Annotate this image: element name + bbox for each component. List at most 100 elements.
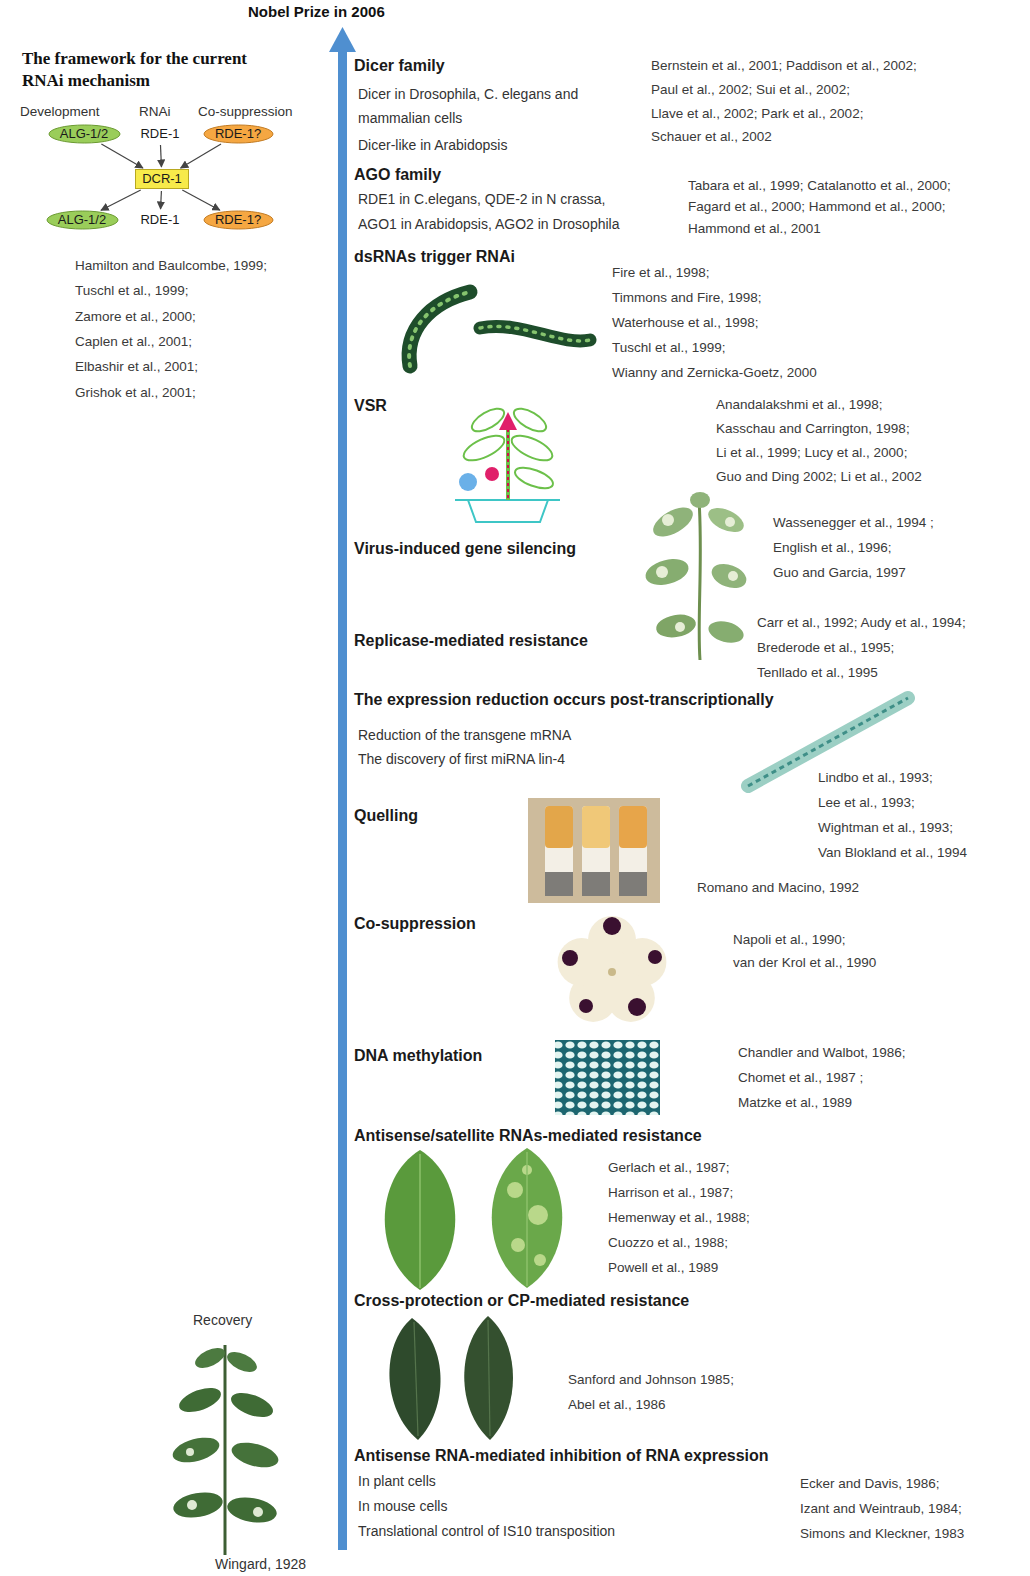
section-heading: AGO family [354, 165, 441, 185]
leaf-vein [526, 1152, 528, 1286]
antisense-leaves [385, 1148, 563, 1290]
panel-heading: The framework for the current RNAi mecha… [22, 48, 292, 92]
cp-leaves [389, 1316, 513, 1440]
leaf [229, 1438, 281, 1472]
reference: Zamore et al., 2000; [75, 308, 196, 326]
reference: Gerlach et al., 1987; [608, 1159, 730, 1177]
mosaic-patch [511, 1238, 525, 1252]
argonaute-ellipse: RDE-1? [203, 210, 274, 230]
pathway-label: RNAi [139, 103, 171, 121]
mycelium [582, 806, 610, 848]
leaf [176, 1383, 224, 1417]
pigment-patch [628, 998, 646, 1016]
stem [224, 1345, 227, 1555]
node-text: RDE-1? [215, 212, 261, 228]
reference: Tuschl et al., 1999; [612, 339, 726, 357]
leaf [192, 1344, 228, 1372]
arrow-head [329, 27, 356, 52]
reference: Cuozzo et al., 1988; [608, 1234, 728, 1252]
reference: Lee et al., 1993; [818, 794, 915, 812]
reference: Hemenway et al., 1988; [608, 1209, 750, 1227]
flower-center [590, 950, 634, 994]
leaf [512, 464, 555, 493]
reference: Wianny and Zernicka-Goetz, 2000 [612, 364, 817, 382]
pathway-arrow [101, 144, 143, 168]
section-note: Dicer in Drosophila, C. elegans and mamm… [358, 82, 638, 130]
leaf [460, 431, 507, 466]
worm-spots [480, 326, 590, 340]
silencing-patch [662, 514, 674, 526]
reference: Simons and Kleckner, 1983 [800, 1525, 964, 1543]
section-heading: Replicase-mediated resistance [354, 631, 588, 651]
section-note: In mouse cells [358, 1494, 447, 1518]
reference: Napoli et al., 1990; [733, 931, 846, 949]
section-heading: dsRNAs trigger RNAi [354, 247, 515, 267]
argonaute-ellipse: ALG-1/2 [48, 124, 121, 144]
reference: Wassenegger et al., 1994 ; [773, 514, 934, 532]
timeline-label: Recovery [193, 1311, 252, 1329]
pot [468, 500, 548, 522]
tube-holder [619, 872, 647, 896]
reference: Schauer et al., 2002 [651, 128, 772, 146]
reference: Guo and Ding 2002; Li et al., 2002 [716, 468, 922, 486]
leaf [464, 1316, 513, 1440]
culture-tube [545, 806, 573, 896]
reference: Caplen et al., 2001; [75, 333, 192, 351]
argonaute-ellipse: RDE-1? [203, 124, 274, 144]
reference: Guo and Garcia, 1997 [773, 564, 906, 582]
silencing-patch [656, 566, 668, 578]
mosaic-patch [507, 1182, 523, 1198]
reference: Li et al., 1999; Lucy et al., 2000; [716, 444, 907, 462]
section-note: Dicer-like in Arabidopsis [358, 133, 507, 157]
leaf [225, 1494, 278, 1526]
argonaute-label: RDE-1 [134, 210, 186, 230]
reference: Lindbo et al., 1993; [818, 769, 933, 787]
reference: Wightman et al., 1993; [818, 819, 953, 837]
leaf-vein [419, 1154, 421, 1288]
worm [480, 326, 590, 340]
photo-ground [528, 798, 660, 903]
stem [506, 424, 510, 500]
mycelium [545, 806, 573, 848]
silencing-patch [725, 517, 735, 527]
timeline-arrow [329, 27, 356, 1550]
leaf [171, 1489, 224, 1521]
argonaute-label: RDE-1 [134, 124, 186, 144]
section-heading: Dicer family [354, 56, 445, 76]
reference: Bernstein et al., 2001; Paddison et al.,… [651, 57, 917, 75]
leaf [492, 1148, 563, 1288]
pigment-patch [648, 950, 662, 964]
reference: Ecker and Davis, 1986; [800, 1475, 940, 1493]
reference: Paul et al., 2002; Sui et al., 2002; [651, 81, 850, 99]
node-text: RDE-1 [140, 212, 179, 228]
timeline-label: Wingard, 1928 [215, 1555, 306, 1573]
vigs-plant-photo [643, 492, 750, 660]
reference: Harrison et al., 1987; [608, 1184, 733, 1202]
reference: Tabara et al., 1999; Catalanotto et al.,… [688, 177, 951, 195]
section-heading: DNA methylation [354, 1046, 482, 1066]
section-heading: Co-suppression [354, 914, 476, 934]
leaf [468, 404, 507, 436]
pathway-label: Development [20, 103, 100, 121]
pathway-arrow [160, 145, 162, 167]
reference: Izant and Weintraub, 1984; [800, 1500, 962, 1518]
tube-holder [545, 872, 573, 896]
culture-tube [582, 806, 610, 896]
pathway-label: Co-suppression [198, 103, 293, 121]
pathway-arrow [182, 190, 220, 210]
leaf [643, 555, 692, 590]
reference: Fagard et al., 2000; Hammond et al., 200… [688, 198, 945, 216]
section-note: Reduction of the transgene mRNA [358, 723, 571, 747]
ellipse-shape [47, 211, 118, 229]
reference: Timmons and Fire, 1998; [612, 289, 762, 307]
tube-holder [582, 872, 610, 896]
ellipse-shape [49, 125, 120, 143]
reference: Abel et al., 1986 [568, 1396, 666, 1414]
section-heading: Virus-induced gene silencing [354, 539, 576, 559]
reference: Grishok et al., 2001; [75, 384, 196, 402]
reference: Tuschl et al., 1999; [75, 282, 189, 300]
node-text: RDE-1 [140, 126, 179, 142]
maize-kernels [555, 1040, 660, 1115]
